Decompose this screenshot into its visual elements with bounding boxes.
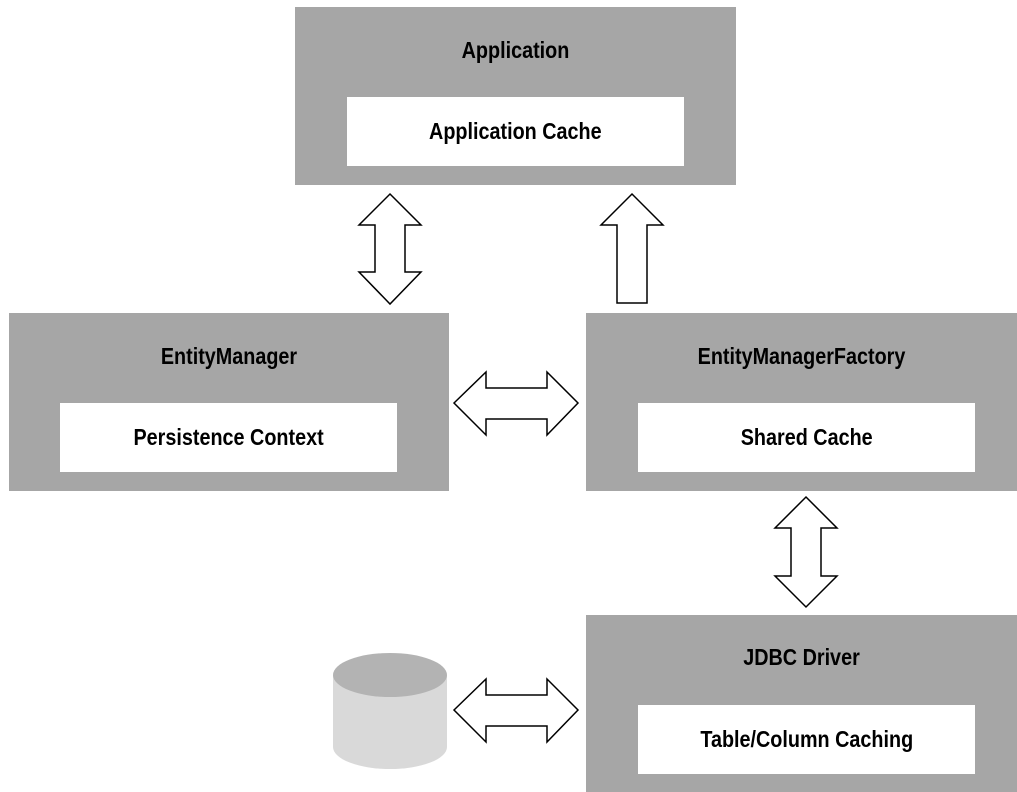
factory-jdbc-double-arrow <box>773 495 839 609</box>
entitymanager-factory-double-arrow <box>452 370 580 437</box>
jdbc-driver-box: JDBC Driver Table/Column Caching <box>586 615 1017 792</box>
table-column-caching-label: Table/Column Caching <box>700 726 913 752</box>
factory-to-app-up-arrow <box>599 192 665 304</box>
database-jdbc-double-arrow <box>452 677 580 744</box>
app-entitymanager-double-arrow <box>357 192 423 306</box>
table-column-caching-box: Table/Column Caching <box>638 705 975 774</box>
entity-manager-title: EntityManager <box>160 343 298 369</box>
entity-manager-box: EntityManager Persistence Context <box>9 313 449 491</box>
application-cache-box: Application Cache <box>347 97 684 166</box>
shared-cache-label: Shared Cache <box>740 424 873 450</box>
persistence-context-box: Persistence Context <box>60 403 397 472</box>
jdbc-driver-title: JDBC Driver <box>743 644 860 670</box>
persistence-context-label: Persistence Context <box>133 424 324 450</box>
application-box: Application Application Cache <box>295 7 736 185</box>
application-title: Application <box>461 37 570 63</box>
database-icon <box>333 653 447 769</box>
entity-manager-factory-box: EntityManagerFactory Shared Cache <box>586 313 1017 491</box>
application-cache-label: Application Cache <box>429 118 602 144</box>
shared-cache-box: Shared Cache <box>638 403 975 472</box>
entity-manager-factory-title: EntityManagerFactory <box>697 343 906 369</box>
